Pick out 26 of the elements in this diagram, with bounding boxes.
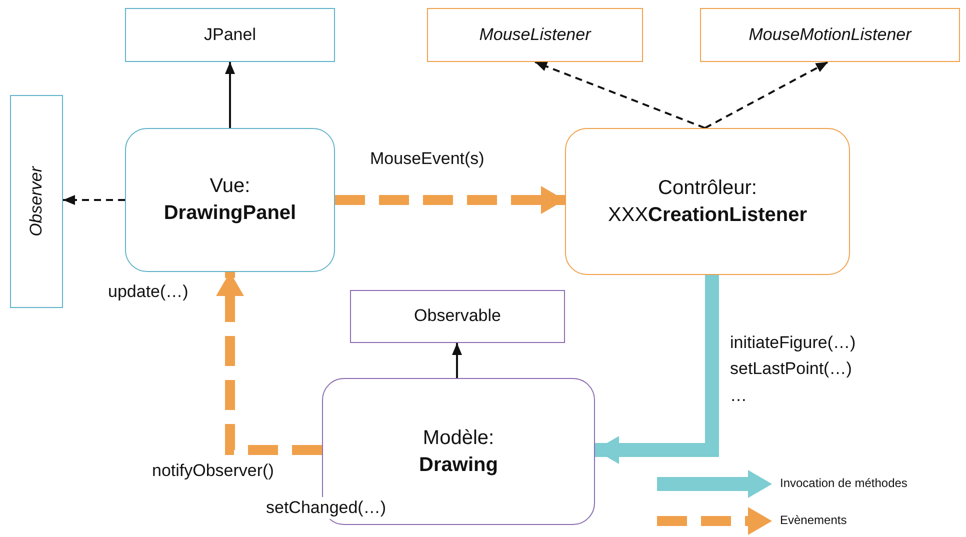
interface-box — [10, 95, 63, 308]
class-name: Observable — [414, 305, 501, 328]
class-name: Vue: DrawingPanel — [162, 174, 298, 226]
arrow — [63, 195, 125, 205]
class-name: MouseMotionListener — [748, 24, 912, 46]
interface-box — [427, 8, 643, 62]
class-box — [350, 290, 565, 343]
component-box — [565, 128, 850, 275]
legend-text: Evènements — [780, 513, 847, 529]
arrow — [452, 343, 462, 378]
class-name: MouseListener — [479, 24, 591, 46]
arrow — [704, 61, 828, 129]
class-name: JPanel — [204, 24, 256, 46]
class-name: Modèle: Drawing — [418, 426, 499, 478]
legend-text: Invocation de méthodes — [780, 476, 908, 492]
arrow — [335, 186, 565, 214]
arrow — [216, 272, 322, 455]
arrow — [595, 275, 719, 464]
interface-box — [700, 8, 960, 62]
component-box — [125, 128, 335, 272]
class-name: Observer — [25, 166, 46, 236]
class-box — [125, 8, 335, 62]
class-name: Contrôleur: XXXCreationListener — [607, 176, 808, 228]
arrow — [225, 62, 235, 128]
arrow — [534, 61, 706, 129]
method-label: setChanged(…) — [266, 497, 386, 520]
